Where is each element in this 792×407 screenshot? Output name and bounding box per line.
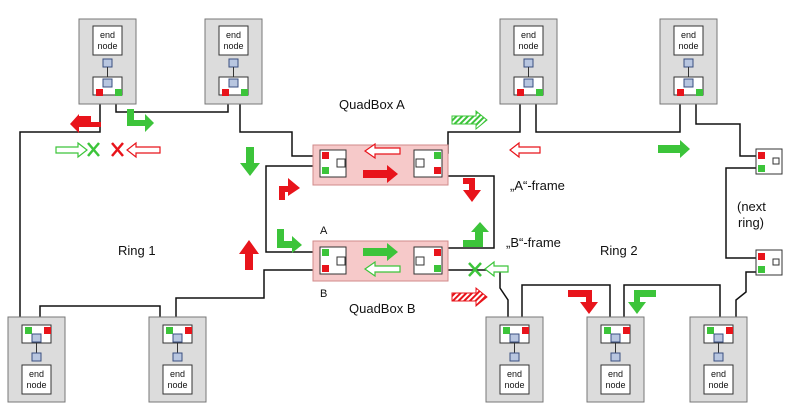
end-node-top-3: end node	[499, 18, 558, 105]
green-down-arrow-icon	[240, 147, 260, 176]
red-elbow-arrow-icon	[463, 178, 481, 202]
end-node-label: end	[226, 30, 241, 40]
end-node-bottom-2: end node	[148, 316, 207, 403]
hollow-green-arrow-icon	[55, 141, 88, 159]
end-node-top-2: end node	[204, 18, 263, 105]
end-node-label: node	[518, 41, 538, 51]
end-node-top-4: end node	[659, 18, 718, 105]
port-a-label: A	[320, 225, 328, 237]
green-cross-icon	[468, 262, 482, 277]
end-node-label: node	[97, 41, 117, 51]
quadbox-a	[312, 144, 449, 186]
quadbox-b-label: QuadBox B	[349, 301, 416, 316]
end-node-label: end	[507, 369, 522, 379]
end-node-label: node	[223, 41, 243, 51]
green-cross-icon	[87, 142, 100, 157]
end-node-label: node	[504, 380, 524, 390]
a-frame-label: „A“-frame	[510, 178, 565, 193]
end-node-label: end	[711, 369, 726, 379]
network-wires	[19, 96, 758, 333]
red-elbow-arrow-icon	[279, 178, 300, 200]
end-node-label: node	[678, 41, 698, 51]
hollow-red-arrow-icon	[509, 141, 541, 159]
end-node-top-1: end node	[78, 18, 137, 105]
hatched-red-arrow-icon	[451, 286, 488, 308]
quadbox-a-label: QuadBox A	[339, 97, 405, 112]
end-node-label: node	[708, 380, 728, 390]
end-node-label: end	[29, 369, 44, 379]
end-node-label: node	[605, 380, 625, 390]
red-elbow-arrow-icon	[70, 114, 101, 133]
green-elbow-arrow-icon	[463, 222, 489, 247]
end-node-bottom-3: end node	[485, 316, 544, 403]
green-elbow-arrow-icon	[277, 229, 302, 253]
hollow-green-arrow-icon	[363, 260, 401, 278]
ring1-label: Ring 1	[118, 243, 156, 258]
ring2-label: Ring 2	[600, 243, 638, 258]
end-node-label: node	[26, 380, 46, 390]
next-ring-label-line2: ring)	[738, 215, 764, 230]
end-node-label: end	[681, 30, 696, 40]
red-elbow-arrow-icon	[568, 290, 598, 314]
red-cross-icon	[111, 142, 124, 157]
hollow-red-arrow-icon	[363, 142, 401, 160]
end-node-label: end	[100, 30, 115, 40]
port-b-label: B	[320, 288, 327, 300]
b-frame-label: „B“-frame	[506, 235, 561, 250]
next-ring-port-bottom	[755, 249, 783, 276]
red-right-arrow-icon	[363, 165, 398, 183]
quadbox-b	[312, 240, 449, 282]
end-node-label: end	[608, 369, 623, 379]
green-right-arrow-icon	[363, 243, 398, 261]
green-elbow-arrow-icon	[628, 290, 656, 314]
end-node-bottom-5: end node	[689, 316, 748, 403]
red-up-arrow-icon	[239, 240, 259, 270]
end-node-bottom-4: end node	[586, 316, 645, 403]
next-ring-port-top	[755, 148, 783, 175]
next-ring-label-line1: (next	[737, 199, 766, 214]
end-node-label: end	[170, 369, 185, 379]
end-node-label: end	[521, 30, 536, 40]
end-node-label: node	[167, 380, 187, 390]
green-right-arrow-icon	[658, 140, 690, 158]
hatched-green-arrow-icon	[451, 109, 488, 131]
hollow-red-arrow-icon	[126, 141, 161, 159]
green-elbow-arrow-icon	[127, 109, 154, 132]
end-node-bottom-1: end node	[7, 316, 66, 403]
hollow-green-arrow-icon	[484, 260, 509, 278]
